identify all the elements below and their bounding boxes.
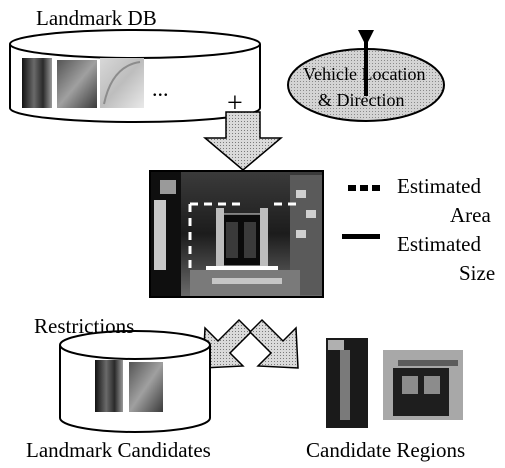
antenna-icon	[358, 30, 374, 96]
legend-estimated-size-line1: Estimated	[397, 232, 481, 256]
arrow-to-candidate-regions	[248, 318, 299, 369]
plus-sign: +	[227, 88, 243, 119]
landmark-candidates-label: Landmark Candidates	[26, 438, 211, 462]
landmark-db-title: Landmark DB	[36, 6, 157, 30]
legend-solid-sample	[342, 234, 380, 239]
scene-image	[149, 170, 324, 298]
restrictions-label: Restrictions	[34, 314, 135, 338]
arrow-to-landmark-candidates	[202, 318, 253, 369]
legend-dotted-sample	[348, 185, 380, 191]
legend-estimated-size-line2: Size	[459, 261, 496, 285]
candidate-region-tall	[326, 338, 368, 428]
legend-estimated-area-line2: Area	[450, 203, 491, 227]
thumbnail-ellipsis: ...	[152, 76, 169, 101]
candidate-regions-label: Candidate Regions	[306, 438, 466, 462]
landmark-candidates-thumbnails	[95, 360, 163, 412]
legend-estimated-area-line1: Estimated	[397, 174, 481, 198]
candidate-region-building	[383, 350, 463, 420]
down-arrow	[202, 111, 284, 171]
vehicle-location-label: Vehicle Location	[303, 64, 426, 84]
landmark-db-thumbnails	[22, 58, 144, 108]
vehicle-direction-label: & Direction	[318, 90, 405, 110]
